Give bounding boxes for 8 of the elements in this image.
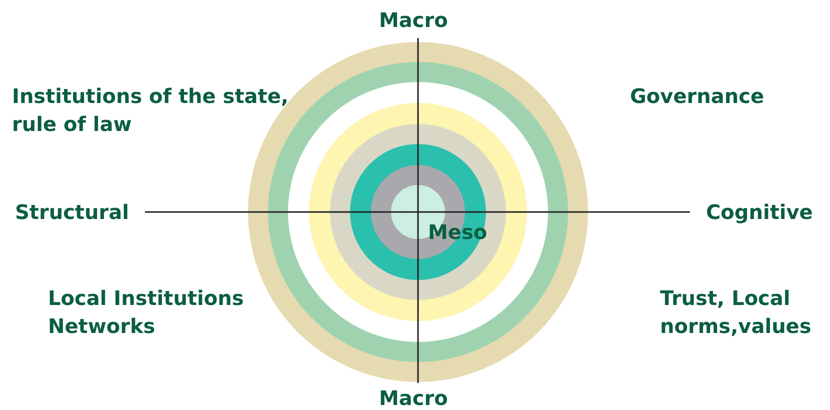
axis-label: Macro	[379, 7, 449, 34]
quadrant-label: Local Institutions Networks	[48, 285, 245, 340]
quadrant-label: Trust, Local norms,values	[660, 285, 812, 340]
quadrant-label: Institutions of the state, rule of law	[12, 83, 290, 138]
quadrant-label: Governance	[630, 83, 766, 110]
axis-label: Macro	[379, 385, 449, 410]
axis-label: Cognitive	[706, 199, 814, 226]
axis-label: Structural	[15, 199, 130, 226]
